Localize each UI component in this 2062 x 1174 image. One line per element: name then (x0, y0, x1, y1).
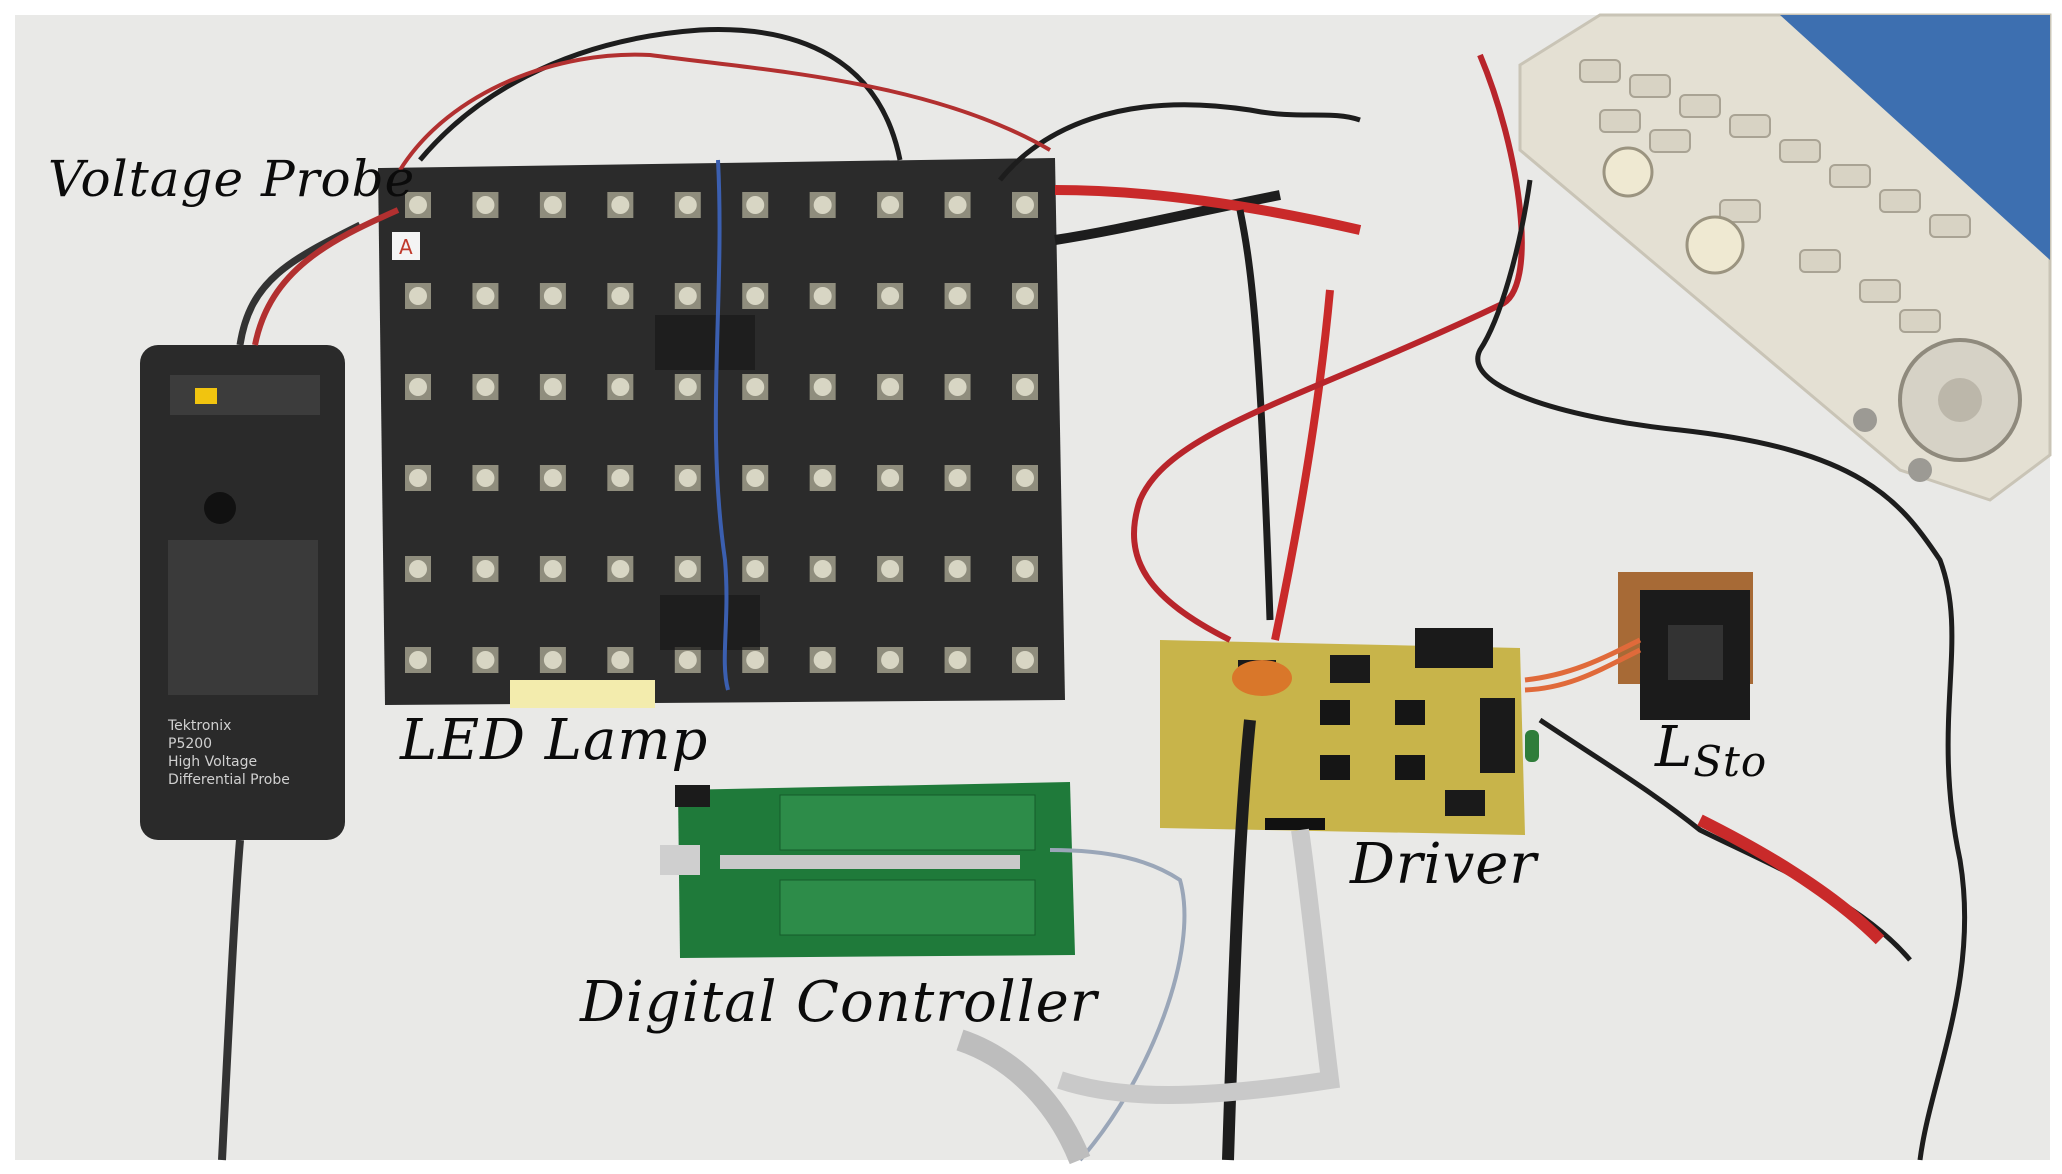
oscilloscope (1518, 13, 2052, 502)
led (1016, 560, 1034, 578)
led (746, 560, 765, 578)
led (611, 560, 630, 578)
led (678, 378, 697, 396)
led (476, 560, 495, 578)
led (746, 196, 765, 214)
led (611, 196, 630, 214)
led (881, 469, 900, 487)
led (543, 287, 562, 305)
scope-knob-1 (1602, 146, 1654, 198)
cables (398, 27, 1968, 1165)
led (881, 287, 900, 305)
led (476, 196, 495, 214)
led (813, 560, 832, 578)
led (543, 196, 562, 214)
led (611, 378, 630, 396)
led (881, 378, 900, 396)
storage-inductor-label: LSto (1655, 715, 1767, 786)
led-lamp-label: LED Lamp (400, 708, 709, 773)
probe-brand: Tektronix (167, 718, 231, 734)
led (409, 469, 427, 487)
led (409, 378, 427, 396)
led (409, 651, 427, 669)
digital-controller-label: Digital Controller (580, 970, 1098, 1035)
probe-line-2: Differential Probe (168, 772, 290, 788)
led (1016, 196, 1034, 214)
led (746, 378, 765, 396)
led (746, 651, 765, 669)
lamp-tag: A (399, 235, 413, 259)
led-lamp-board: A (378, 158, 1065, 708)
led (1016, 651, 1034, 669)
led (409, 287, 427, 305)
led (813, 469, 832, 487)
led (948, 469, 967, 487)
led (746, 287, 765, 305)
inductor-board (1524, 572, 1753, 720)
led (543, 378, 562, 396)
led (881, 196, 900, 214)
led (611, 469, 630, 487)
voltage-probe-label: Voltage Probe (48, 150, 416, 208)
led (813, 196, 832, 214)
led (409, 196, 427, 214)
led (678, 196, 697, 214)
led (881, 560, 900, 578)
led (476, 469, 495, 487)
led (543, 560, 562, 578)
led (881, 651, 900, 669)
led (813, 378, 832, 396)
led (678, 651, 697, 669)
led (1016, 378, 1034, 396)
led (678, 469, 697, 487)
probe-line-1: High Voltage (168, 754, 257, 770)
led (678, 560, 697, 578)
driver-label: Driver (1350, 832, 1538, 897)
led (1016, 469, 1034, 487)
led (678, 287, 697, 305)
scope-knob-2 (1685, 215, 1745, 275)
inductor-symbol: L (1655, 715, 1694, 780)
led (948, 378, 967, 396)
led (948, 196, 967, 214)
led (1016, 287, 1034, 305)
led (948, 287, 967, 305)
driver-board (1160, 628, 1539, 835)
led (543, 651, 562, 669)
led (409, 560, 427, 578)
led (746, 469, 765, 487)
oscilloscope-screen (1780, 15, 2050, 260)
led (476, 651, 495, 669)
probe-model: P5200 (168, 736, 212, 752)
led (611, 651, 630, 669)
led (813, 287, 832, 305)
led-grid (405, 192, 1038, 673)
led (476, 378, 495, 396)
led (611, 287, 630, 305)
lamp-tag-box (392, 232, 420, 260)
led (948, 560, 967, 578)
led (948, 651, 967, 669)
inductor-subscript: Sto (1693, 737, 1768, 786)
led (813, 651, 832, 669)
voltage-probe: Tektronix P5200 High Voltage Differentia… (140, 207, 400, 1161)
led (543, 469, 562, 487)
digital-controller-board (660, 782, 1075, 958)
led (476, 287, 495, 305)
